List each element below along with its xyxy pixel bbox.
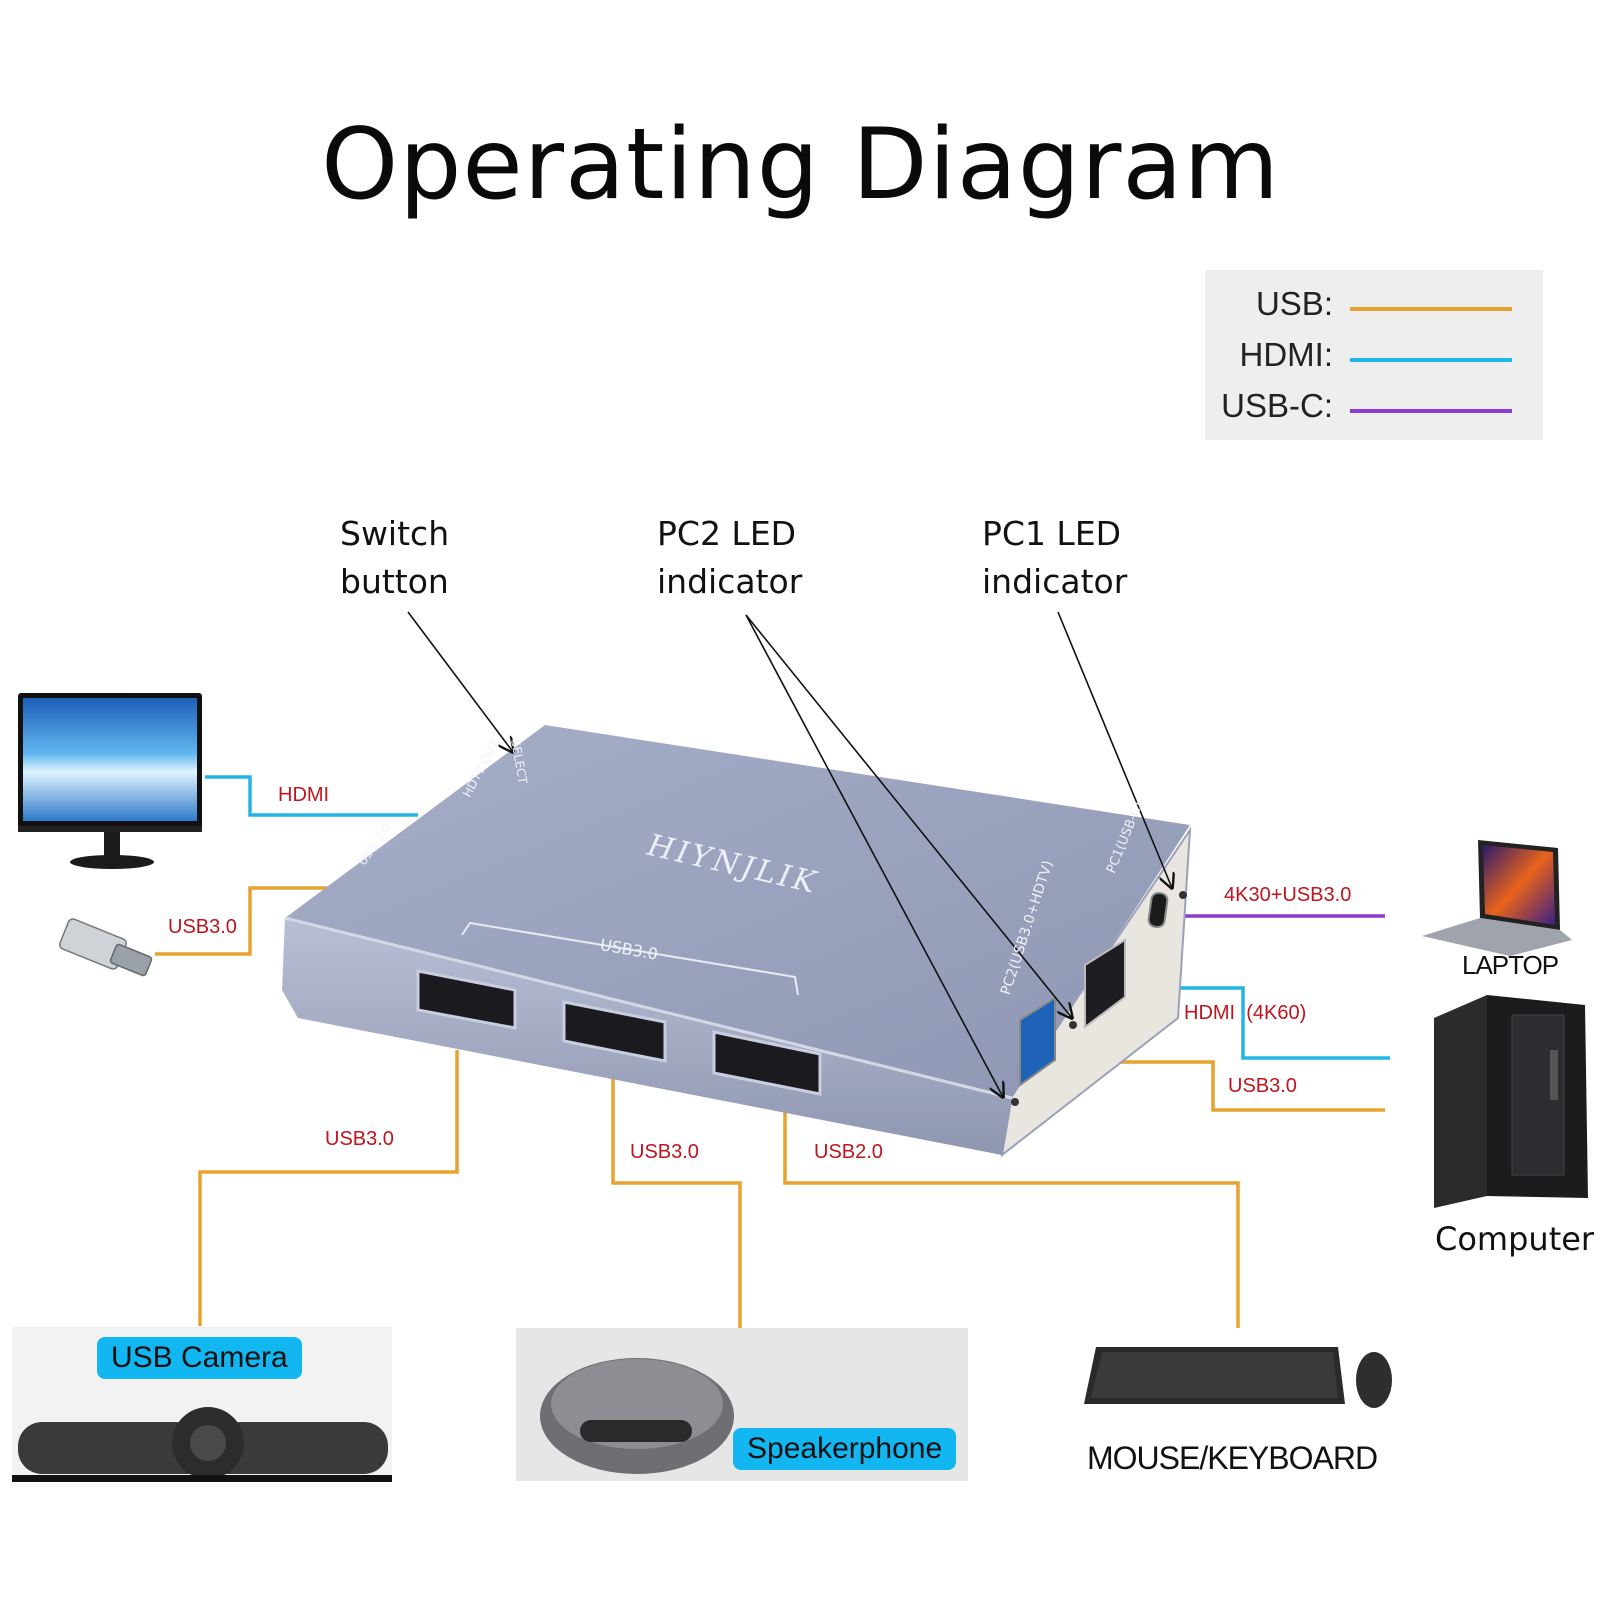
line-speaker-usb xyxy=(611,1050,742,1328)
legend-box: USB: HDMI: USB-C: xyxy=(1205,270,1543,440)
camera-badge: USB Camera xyxy=(97,1337,302,1379)
keyboard-mouse-icon xyxy=(1084,1347,1392,1408)
camera-photo xyxy=(12,1327,392,1482)
label-keyboard-usb: USB2.0 xyxy=(814,1141,883,1163)
pointer-pc2-b xyxy=(745,614,1072,1018)
line-camera-usb xyxy=(198,1050,459,1326)
line-monitor-hdmi xyxy=(205,775,418,817)
label-camera-usb: USB3.0 xyxy=(325,1128,394,1150)
label-monitor-hdmi: HDMI xyxy=(278,784,330,806)
pointer-switch xyxy=(407,611,513,752)
pointer-pc1 xyxy=(1057,611,1172,888)
callout-pc1-line2: indicator xyxy=(982,562,1128,601)
speakerphone-badge: Speakerphone xyxy=(733,1428,957,1470)
legend-line-usbc xyxy=(1350,409,1512,413)
legend-item-usb: USB: xyxy=(1205,285,1543,335)
callout-switch-line1: Switch xyxy=(340,514,450,553)
laptop-label: LAPTOP xyxy=(1462,950,1559,980)
line-keyboard-usb xyxy=(783,1077,1240,1328)
page-title: Operating Diagram xyxy=(321,108,1280,222)
laptop-icon xyxy=(1422,840,1572,956)
legend-line-usb xyxy=(1350,307,1512,311)
line-flash-usb xyxy=(155,886,328,956)
keyboard-label: MOUSE/KEYBOARD xyxy=(1087,1440,1378,1476)
legend-label-usb: USB: xyxy=(1255,285,1333,322)
callout-pc2-led: PC2 LED indicator xyxy=(657,510,802,606)
legend-line-hdmi xyxy=(1350,358,1512,362)
line-computer-usb xyxy=(1040,1060,1385,1112)
computer-label: Computer xyxy=(1435,1220,1595,1258)
pointer-pc2-a xyxy=(745,614,1003,1097)
legend-label-hdmi: HDMI: xyxy=(1239,336,1334,373)
legend-item-hdmi: HDMI: xyxy=(1205,336,1543,386)
callout-pc2-line2: indicator xyxy=(657,562,803,601)
computer-tower-icon xyxy=(1434,995,1588,1208)
callout-switch-button: Switch button xyxy=(340,510,449,606)
label-computer-usb: USB3.0 xyxy=(1228,1075,1297,1097)
callout-pc1-led: PC1 LED indicator xyxy=(982,510,1127,606)
callout-switch-line2: button xyxy=(340,562,449,601)
label-computer-hdmi: HDMI (4K60) xyxy=(1184,1002,1307,1024)
kvm-hub xyxy=(282,725,1192,1158)
monitor-icon xyxy=(18,693,202,869)
callout-pc1-line1: PC1 LED xyxy=(982,514,1122,553)
label-flash-usb: USB3.0 xyxy=(168,916,237,938)
callout-pc2-line1: PC2 LED xyxy=(657,514,797,553)
label-laptop-usbc: 4K30+USB3.0 xyxy=(1224,884,1352,906)
legend-item-usbc: USB-C: xyxy=(1205,387,1543,437)
flash-drive-icon xyxy=(59,918,153,977)
label-speaker-usb: USB3.0 xyxy=(630,1141,699,1163)
legend-label-usbc: USB-C: xyxy=(1221,387,1333,424)
